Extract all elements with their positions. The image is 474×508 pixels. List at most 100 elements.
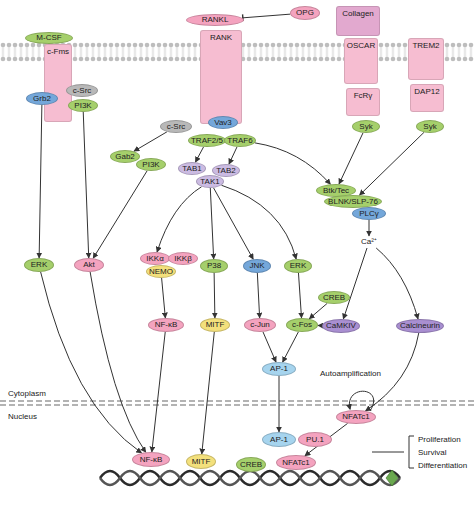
region-label: Proliferation bbox=[418, 436, 461, 444]
signal-arrow bbox=[229, 147, 237, 164]
signal-arrow bbox=[152, 332, 165, 452]
molecule-node: BLNK/SLP-76 bbox=[324, 195, 382, 208]
molecule-node: TRAF6 bbox=[224, 134, 256, 147]
molecule-node: Grb2 bbox=[26, 92, 58, 105]
molecule-node: Ca²⁺ bbox=[356, 236, 382, 248]
node-label: IKKβ bbox=[174, 255, 192, 263]
molecule-node: Gab2 bbox=[110, 150, 140, 163]
node-label: TRAF2/5 bbox=[191, 137, 223, 145]
node-label: Grb2 bbox=[33, 95, 51, 103]
molecule-node: MITF bbox=[200, 318, 230, 332]
molecule-node: JNK bbox=[243, 259, 271, 273]
receptor-node: TREM2 bbox=[408, 38, 444, 80]
molecule-node: PLCγ bbox=[352, 207, 386, 220]
molecule-node: TAK1 bbox=[196, 175, 224, 188]
molecule-node: Syk bbox=[416, 120, 444, 133]
signal-arrow bbox=[210, 188, 213, 259]
molecule-node: c-Fos bbox=[286, 318, 318, 332]
node-label: NFATc1 bbox=[282, 459, 309, 467]
node-label: Collagen bbox=[342, 10, 374, 18]
receptor-node: DAP12 bbox=[410, 84, 444, 112]
signal-arrow bbox=[39, 105, 42, 258]
region-label: Cytoplasm bbox=[8, 390, 46, 398]
node-label: Syk bbox=[423, 123, 436, 131]
region-label: Autoamplification bbox=[320, 370, 381, 378]
signal-arrow bbox=[93, 171, 147, 258]
node-label: NFATc1 bbox=[342, 413, 369, 421]
node-label: DAP12 bbox=[414, 88, 439, 96]
signal-arrow bbox=[134, 132, 167, 151]
receptor-node: Collagen bbox=[336, 6, 380, 36]
molecule-node: RANKL bbox=[186, 14, 244, 26]
molecule-node: c-Src bbox=[66, 84, 98, 97]
node-label: TAB1 bbox=[182, 165, 201, 173]
node-label: MITF bbox=[192, 458, 211, 466]
node-label: JNK bbox=[249, 262, 264, 270]
node-label: ERK bbox=[290, 262, 306, 270]
output-bracket bbox=[409, 436, 414, 468]
node-label: Calcineurin bbox=[400, 322, 440, 330]
nuclear-membrane bbox=[0, 404, 474, 406]
region-label: Survival bbox=[418, 449, 446, 457]
node-label: MITF bbox=[206, 321, 225, 329]
signal-arrow bbox=[343, 248, 367, 319]
node-label: Vav3 bbox=[214, 119, 232, 127]
signal-arrow bbox=[263, 332, 276, 362]
molecule-node: Vav3 bbox=[208, 116, 238, 129]
node-label: TAB2 bbox=[216, 167, 235, 175]
signal-arrow bbox=[309, 303, 327, 318]
signal-arrow bbox=[255, 143, 331, 184]
molecule-node: CaMKIV bbox=[322, 319, 360, 333]
molecule-node: TAB1 bbox=[178, 162, 206, 175]
molecule-node: P38 bbox=[200, 259, 228, 273]
node-label: c-Src bbox=[73, 87, 92, 95]
molecule-node: Calcineurin bbox=[396, 319, 444, 333]
molecule-node: MITF bbox=[186, 454, 216, 469]
node-label: PI3K bbox=[142, 161, 159, 169]
molecule-node: ERK bbox=[24, 258, 54, 272]
node-label: RANKL bbox=[202, 16, 229, 24]
molecule-node: PI3K bbox=[68, 99, 98, 112]
node-label: TREM2 bbox=[412, 42, 439, 50]
node-label: c-Fos bbox=[292, 321, 312, 329]
node-label: Ca²⁺ bbox=[361, 238, 377, 246]
node-label: CREB bbox=[240, 461, 262, 469]
node-label: c-Fms bbox=[47, 48, 69, 56]
molecule-node: ERK bbox=[284, 259, 312, 273]
signal-arrow bbox=[360, 132, 424, 195]
signal-arrow bbox=[214, 188, 254, 259]
molecule-node: NFATc1 bbox=[336, 410, 376, 424]
node-label: PU.1 bbox=[306, 436, 324, 444]
node-label: RANK bbox=[210, 34, 232, 42]
signal-arrow bbox=[41, 272, 142, 453]
node-label: c-Src bbox=[167, 123, 186, 131]
node-label: Syk bbox=[359, 123, 372, 131]
molecule-node: c-Jun bbox=[244, 318, 276, 332]
molecule-node: NF-κB bbox=[132, 452, 170, 467]
molecule-node: OPG bbox=[290, 6, 320, 20]
receptor-node: c-Fms bbox=[44, 44, 72, 122]
molecule-node: c-Src bbox=[160, 120, 192, 133]
node-label: PI3K bbox=[74, 102, 91, 110]
nuclear-membrane bbox=[0, 400, 474, 402]
molecule-node: TRAF2/5 bbox=[188, 134, 226, 147]
region-label: Differentiation bbox=[418, 462, 467, 470]
node-label: Btk/Tec bbox=[323, 187, 349, 195]
node-label: NEMO bbox=[149, 268, 173, 276]
node-label: NF-κB bbox=[140, 456, 163, 464]
signal-arrow bbox=[162, 278, 166, 318]
output-line bbox=[372, 452, 404, 453]
node-label: CaMKIV bbox=[326, 322, 356, 330]
signal-arrow bbox=[376, 248, 418, 319]
receptor-node: OSCAR bbox=[344, 38, 378, 84]
signal-arrow bbox=[221, 185, 296, 259]
molecule-node: M-CSF bbox=[25, 32, 73, 44]
node-label: ERK bbox=[31, 261, 47, 269]
node-label: NF-κB bbox=[155, 321, 178, 329]
molecule-node: CREB bbox=[236, 457, 266, 472]
receptor-node: FcRγ bbox=[346, 88, 380, 116]
molecule-node: NFATc1 bbox=[276, 455, 316, 470]
promoter-symbol bbox=[386, 470, 398, 486]
signal-arrow bbox=[257, 273, 259, 318]
node-label: TRAF6 bbox=[227, 137, 252, 145]
